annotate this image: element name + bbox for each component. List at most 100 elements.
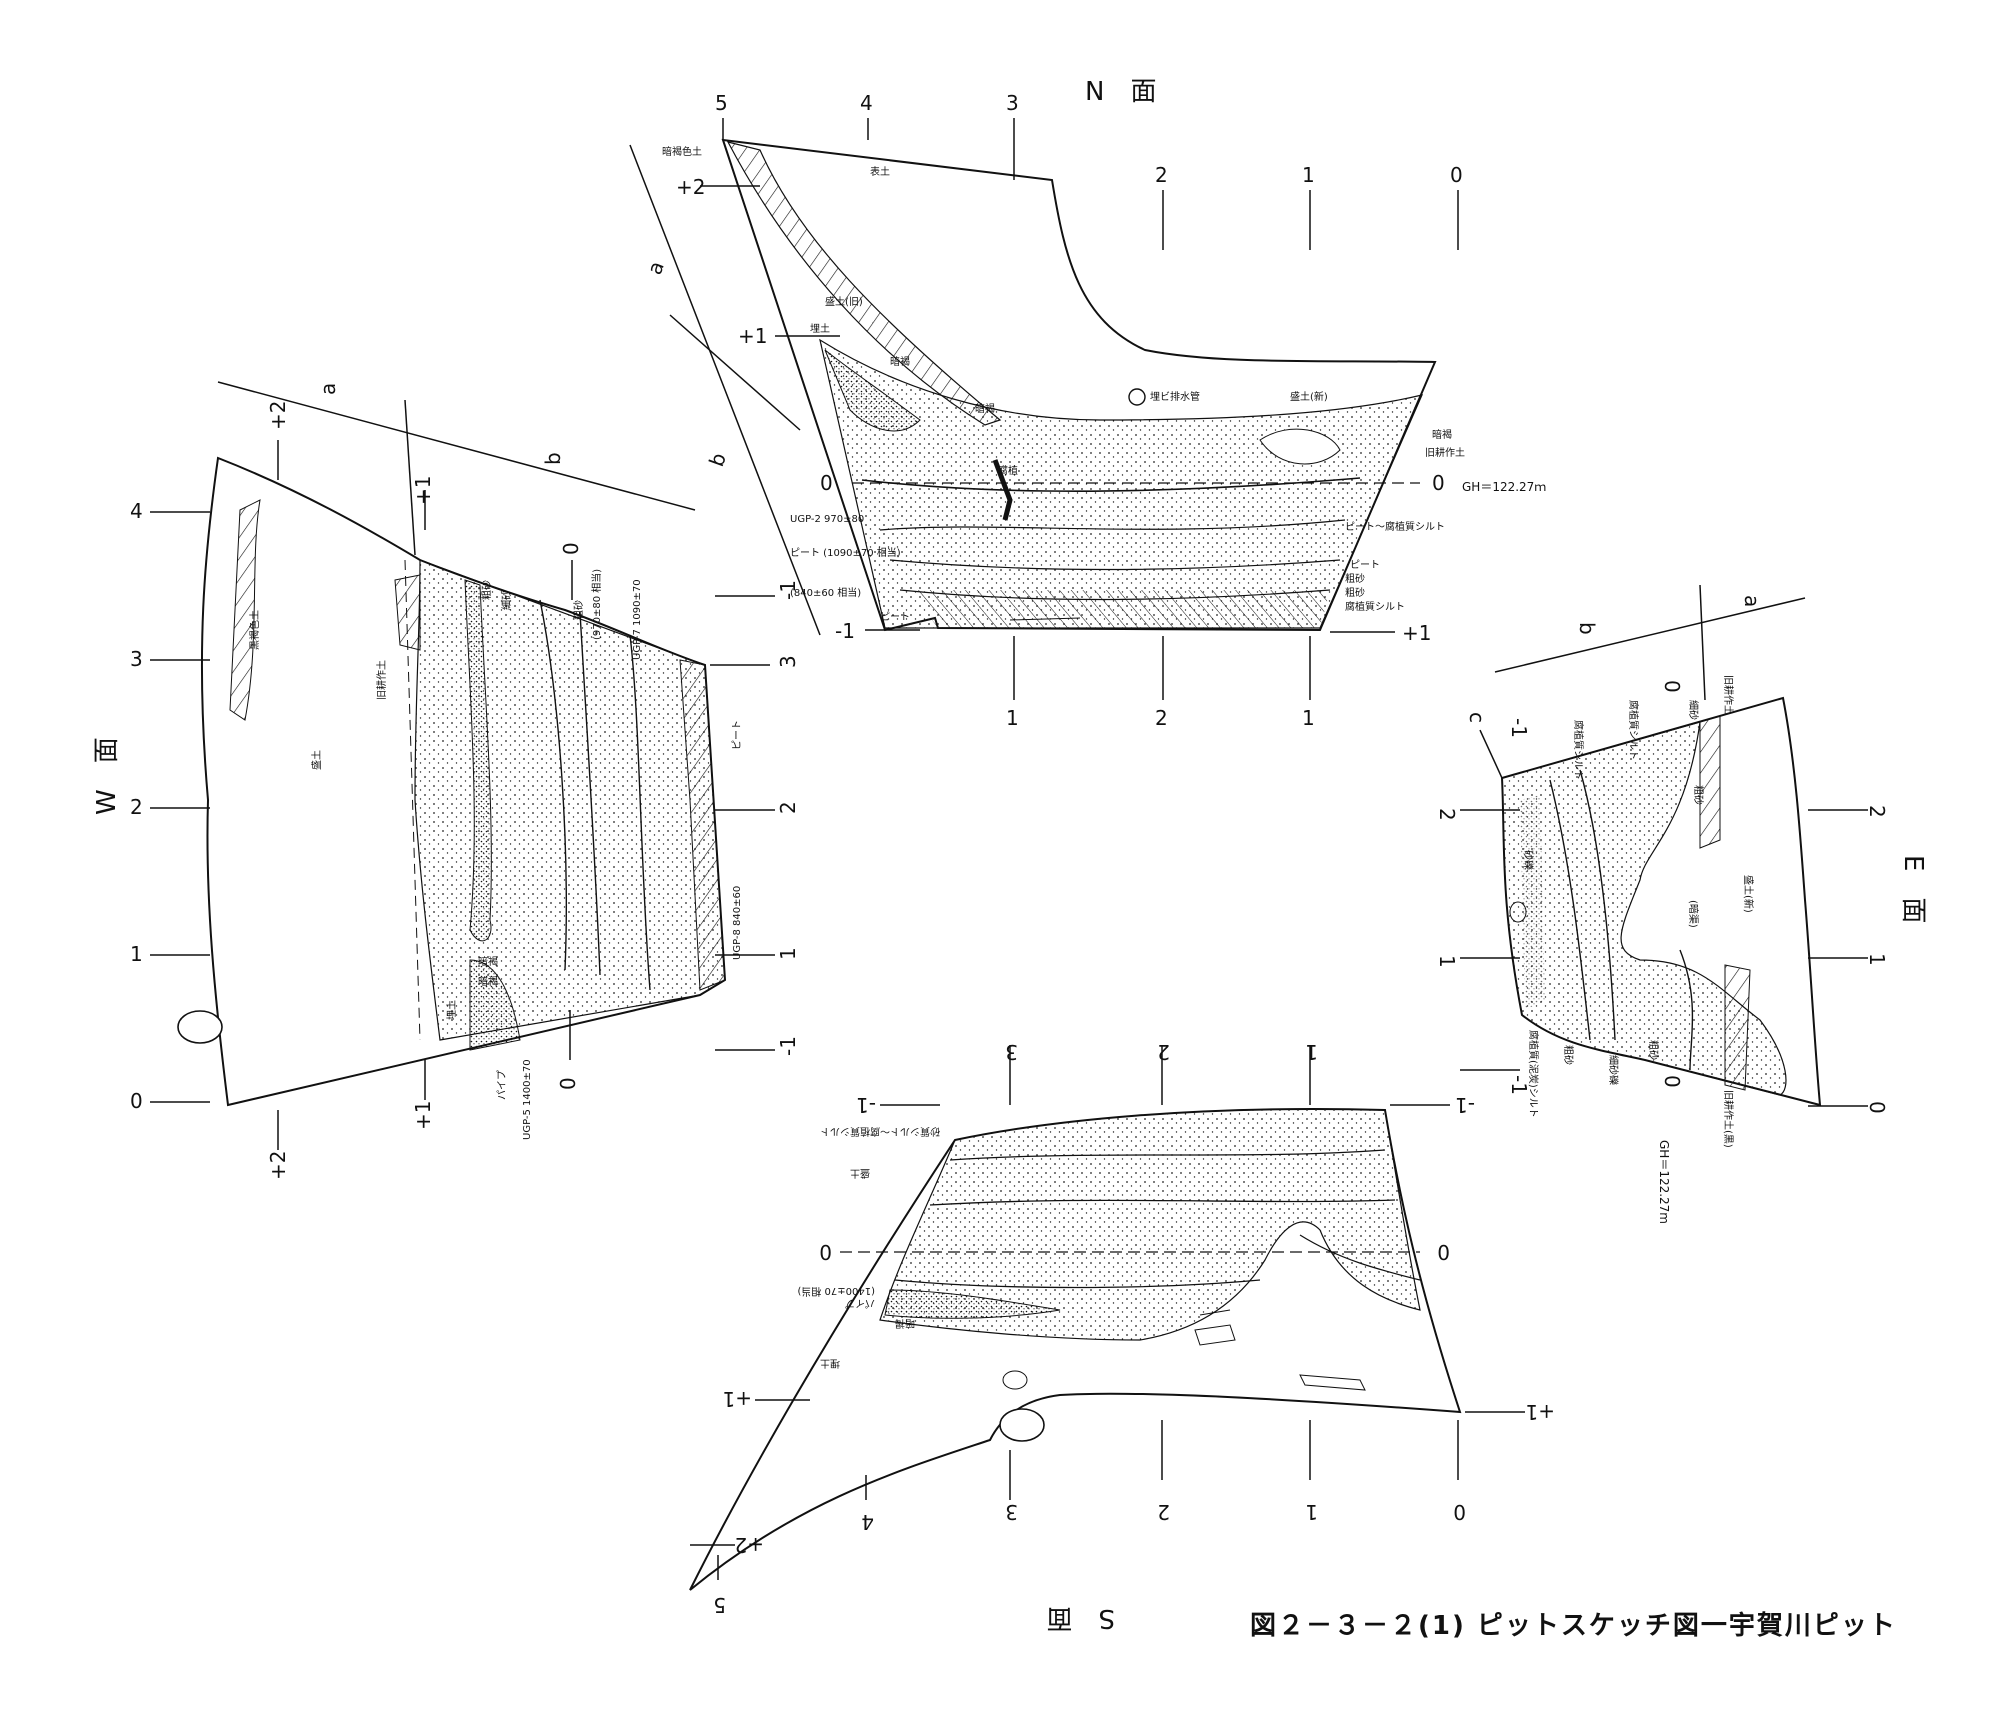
north-layer-label: 盛土(新) xyxy=(1290,390,1328,403)
north-layer-label: 粗砂 xyxy=(1345,586,1365,599)
north-top-tick: 1 xyxy=(1302,163,1315,187)
west-face-section: W 面 a b 4 3 2 1 0 xyxy=(92,381,800,1180)
west-left-tick: 4 xyxy=(130,499,143,523)
west-right-tick: 1 xyxy=(776,947,800,960)
west-layer-label: ピート xyxy=(731,720,743,750)
south-level: +2 xyxy=(735,1533,764,1557)
north-level: +1 xyxy=(738,324,767,348)
west-layer-label: 粗砂 xyxy=(572,600,585,620)
north-layer-label: ピート xyxy=(880,611,910,623)
west-layer-label: 盛土 xyxy=(310,750,323,770)
south-face-section: S 面 3 2 1 4 3 2 1 0 5 xyxy=(689,1040,1555,1633)
north-bottom-tick: 1 xyxy=(1302,706,1315,730)
north-layer-label: 暗褐 xyxy=(975,402,995,415)
west-left-tick: 1 xyxy=(130,942,143,966)
south-face-title: S 面 xyxy=(1046,1603,1115,1633)
north-top-tick: 2 xyxy=(1155,163,1168,187)
east-layer-label: 細砂 xyxy=(1687,700,1700,720)
east-face-title: E 面 xyxy=(1898,855,1928,923)
west-top-level: +1 xyxy=(411,476,435,505)
north-layer-label: 暗褐 xyxy=(1432,428,1452,441)
north-bottom-tick: 2 xyxy=(1155,706,1168,730)
east-right-tick: 1 xyxy=(1865,953,1889,966)
east-face-section: E 面 a b c -1 2 1 -1 2 1 0 0 0 GH＝122.27m… xyxy=(1435,584,1928,1224)
south-layer-label: 砂質シルト～腐植質シルト xyxy=(820,1125,940,1138)
north-date-label: ピート (1090±70 相当) xyxy=(790,546,901,559)
west-right-tick: -1 xyxy=(776,1036,800,1056)
south-level: 0 xyxy=(819,1240,832,1264)
north-top-tick: 0 xyxy=(1450,163,1463,187)
figure-caption: 図２－３－２(1) ピットスケッチ図一宇賀川ピット xyxy=(1250,1611,1897,1641)
south-date-label: (1400±70 相当) xyxy=(797,1285,875,1298)
east-left-tick: 2 xyxy=(1435,808,1459,821)
north-level: -1 xyxy=(835,619,855,643)
west-right-tick: 3 xyxy=(776,655,800,668)
north-line-b: b xyxy=(704,450,731,470)
north-date-label: UGP-2 970±80 xyxy=(790,514,864,525)
east-line-a: a xyxy=(1740,595,1764,607)
west-bottom-level: 0 xyxy=(556,1077,580,1090)
east-layer-label: 盛土(新) xyxy=(1742,875,1755,913)
north-level: 0 xyxy=(820,471,833,495)
south-top-tick: 2 xyxy=(1157,1040,1170,1064)
north-layer-label: 暗褐 xyxy=(890,355,910,368)
north-top-tick: 4 xyxy=(860,91,873,115)
north-level-right: +1 xyxy=(1402,621,1431,645)
south-bottom-tick: 1 xyxy=(1305,1500,1318,1524)
west-line-b: b xyxy=(541,452,565,465)
north-level: +2 xyxy=(676,175,705,199)
east-layer-label: 旧耕作土 xyxy=(1722,675,1735,715)
west-date-label: (970±80 相当) xyxy=(590,569,603,640)
east-layer-label: 粗砂 xyxy=(1692,785,1705,805)
south-layer-label: 埋土 xyxy=(820,1357,840,1370)
south-top-tick: 1 xyxy=(1305,1040,1318,1064)
west-left-tick: 3 xyxy=(130,647,143,671)
north-layer-label: ピート～腐植質シルト xyxy=(1345,520,1445,533)
north-layer-label: 表土 xyxy=(870,165,890,178)
west-left-tick: 2 xyxy=(130,795,143,819)
west-layer-label: 埋土 xyxy=(445,1000,458,1020)
south-top-tick: 3 xyxy=(1005,1040,1018,1064)
east-layer-label: 粗砂 xyxy=(1647,1040,1660,1060)
east-layer-label: 腐植質シルト xyxy=(1627,700,1640,760)
north-top-tick: 5 xyxy=(715,91,728,115)
west-right-tick: 2 xyxy=(776,801,800,814)
north-level-right: 0 xyxy=(1432,471,1445,495)
west-layer-label: 暗褐 xyxy=(478,955,498,968)
east-layer-label: 腐植質シルト xyxy=(1572,720,1585,780)
south-bottom-end: 5 xyxy=(713,1593,726,1617)
east-layer-label: 砂礫 xyxy=(1522,850,1535,870)
west-layer-label: 黒褐色土 xyxy=(248,610,261,650)
west-left-tick: 0 xyxy=(130,1089,143,1113)
west-line-a: a xyxy=(316,383,340,395)
west-top-level: +2 xyxy=(266,401,290,430)
north-bottom-tick: 1 xyxy=(1006,706,1019,730)
south-bottom-tick: 3 xyxy=(1005,1500,1018,1524)
east-bottom-level: 0 xyxy=(1660,1075,1684,1088)
west-layer-label: 暗褐 xyxy=(478,975,498,988)
south-level: -1 xyxy=(856,1093,876,1117)
east-left-tick: -1 xyxy=(1507,718,1531,738)
north-top-tick: 3 xyxy=(1006,91,1019,115)
west-date-label: UGP-7 1090±70 xyxy=(632,579,643,660)
north-line-a: a xyxy=(642,258,669,278)
north-layer-label: 埋ビ排水管 xyxy=(1150,390,1200,403)
north-layer-label: 腐植 xyxy=(998,464,1018,477)
east-layer-label: (暗渠) xyxy=(1687,900,1700,928)
west-bottom-level: +1 xyxy=(411,1101,435,1130)
east-line-c: c xyxy=(1465,712,1489,723)
north-layer-label: 暗褐色土 xyxy=(662,145,702,158)
west-layer-label: 粗砂 xyxy=(480,580,493,600)
east-layer-label: 細砂礫 xyxy=(1607,1055,1620,1085)
north-face-title: N 面 xyxy=(1085,77,1156,107)
east-line-b: b xyxy=(1575,622,1599,635)
east-layer-label: 腐植質(泥炭)シルト xyxy=(1527,1030,1540,1118)
south-level: +1 xyxy=(723,1387,752,1411)
north-lower-layers xyxy=(819,338,1424,629)
east-right-tick: 0 xyxy=(1865,1101,1889,1114)
south-level: 0 xyxy=(1437,1240,1450,1264)
west-layer-label: 細砂 xyxy=(500,590,513,610)
north-date-label: (840±60 相当) xyxy=(790,586,861,599)
west-right-tick: -1 xyxy=(776,580,800,600)
